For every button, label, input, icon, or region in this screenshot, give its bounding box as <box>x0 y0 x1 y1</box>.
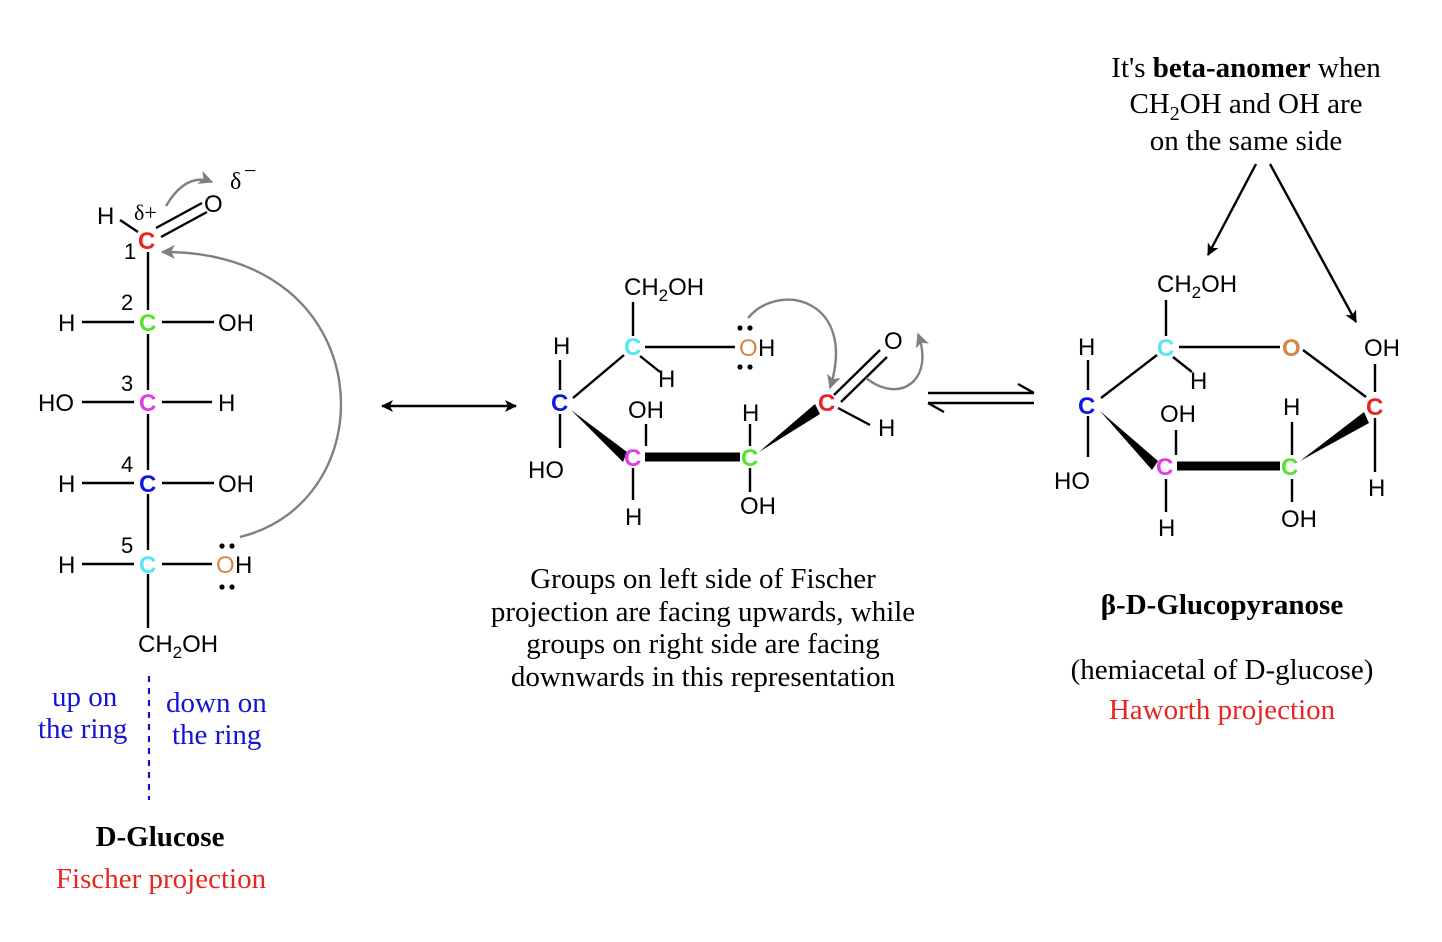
mid-caption-line3: groups on right side are facing <box>526 628 880 660</box>
mid-c2-h: H <box>742 400 759 427</box>
haworth-c3: C <box>1156 454 1173 481</box>
haworth-subtitle: (hemiacetal of D-glucose) <box>1071 654 1374 686</box>
mid-c4-h: H <box>553 333 570 360</box>
curved-arrow-co <box>164 170 214 207</box>
lone-pair-dots <box>737 325 753 370</box>
beta-note-line2: CH2OH and OH are <box>1129 88 1362 125</box>
fischer-c1: C <box>138 228 155 255</box>
mid-ch2oh: CH2OH <box>624 274 704 305</box>
down-on-ring-line2: the ring <box>172 719 261 751</box>
mid-c5-h: H <box>658 366 675 393</box>
fischer-projection: H δ+ O δ − C 1 H 2 C OH HO 3 C H H 4 C O… <box>38 158 343 895</box>
haworth-c4-ho: HO <box>1054 468 1090 495</box>
up-on-ring-line2: the ring <box>38 713 127 745</box>
haworth-c3-h: H <box>1158 515 1175 542</box>
fischer-delta-minus-sign: − <box>244 158 256 183</box>
haworth-projection-label: Haworth projection <box>1109 694 1336 726</box>
haworth-c2-h: H <box>1283 394 1300 421</box>
up-on-ring-line1: up on <box>52 681 118 713</box>
fischer-o-aldehyde: O <box>204 191 223 218</box>
haworth-c1-h: H <box>1368 475 1385 502</box>
fischer-c3-h: H <box>218 390 235 417</box>
haworth-c1-oh: OH <box>1364 335 1400 362</box>
curved-arrow-attack <box>160 244 343 539</box>
fischer-c5: C <box>139 552 156 579</box>
lone-pair-dots <box>219 543 235 590</box>
mid-curved-arrow-attack <box>747 298 841 390</box>
fischer-c4-oh: OH <box>218 471 254 498</box>
fischer-subtitle: Fischer projection <box>56 863 267 895</box>
fischer-c4: C <box>139 471 156 498</box>
mid-c2-oh: OH <box>740 493 776 520</box>
fischer-num-4: 4 <box>121 452 133 477</box>
fischer-ch2oh: CH2OH <box>138 631 218 662</box>
mid-caption-line4: downwards in this representation <box>511 661 896 693</box>
fischer-c5-h: H <box>58 552 75 579</box>
fischer-c3: C <box>139 390 156 417</box>
haworth-ring-o: O <box>1282 335 1301 362</box>
beta-note-line1: It's beta-anomer when <box>1111 52 1381 84</box>
fischer-c2-oh: OH <box>218 310 254 337</box>
mid-c3-oh: OH <box>628 397 664 424</box>
mid-c1-h: H <box>878 415 895 442</box>
fischer-c4-h: H <box>58 471 75 498</box>
beta-note-line3: on the same side <box>1150 125 1342 157</box>
fischer-num-1: 1 <box>124 239 136 264</box>
note-arrow-left <box>1206 163 1258 256</box>
fischer-h-aldehyde: H <box>97 203 114 230</box>
fischer-num-2: 2 <box>121 290 133 315</box>
fischer-c3-ho: HO <box>38 390 74 417</box>
haworth-projection: It's beta-anomer when CH2OH and OH are o… <box>1054 52 1400 726</box>
haworth-c5-h: H <box>1190 368 1207 395</box>
mid-o5-h: H <box>758 335 775 362</box>
haworth-c2: C <box>1281 454 1298 481</box>
haworth-c4: C <box>1078 393 1095 420</box>
down-on-ring-line1: down on <box>166 687 267 719</box>
mid-c4-ho: HO <box>528 457 564 484</box>
mid-c3: C <box>624 445 641 472</box>
fischer-delta-minus: δ <box>230 169 241 195</box>
fischer-c5-o: O <box>216 552 235 579</box>
fischer-c2-h: H <box>58 310 75 337</box>
haworth-c4-h: H <box>1078 334 1095 361</box>
haworth-c1: C <box>1366 394 1383 421</box>
haworth-c3-oh: OH <box>1160 401 1196 428</box>
mid-c1-o: O <box>884 328 903 355</box>
mid-caption-line2: projection are facing upwards, while <box>491 596 915 628</box>
fischer-c2: C <box>139 310 156 337</box>
haworth-c2-oh: OH <box>1281 506 1317 533</box>
mid-c4: C <box>551 390 568 417</box>
mid-c3-h: H <box>625 504 642 531</box>
note-arrow-right <box>1268 163 1358 323</box>
mid-caption-line1: Groups on left side of Fischer <box>530 563 876 595</box>
fischer-num-3: 3 <box>121 371 133 396</box>
fischer-delta-plus: δ+ <box>134 200 157 225</box>
fischer-num-5: 5 <box>121 533 133 558</box>
mid-c5: C <box>624 334 641 361</box>
equilibrium-arrow <box>927 382 1035 414</box>
haworth-c5: C <box>1157 335 1174 362</box>
haworth-title: β-D-Glucopyranose <box>1101 589 1344 621</box>
middle-structure: CH2OH C H O H H C HO OH C H H C OH C O H… <box>491 274 930 693</box>
mid-o5: O <box>739 335 758 362</box>
mid-c1: C <box>818 390 835 417</box>
fischer-c5-oh-h: H <box>235 552 252 579</box>
mid-c2: C <box>741 445 758 472</box>
haworth-ch2oh: CH2OH <box>1157 271 1237 302</box>
fischer-title: D-Glucose <box>96 821 225 853</box>
mid-curved-arrow-co <box>865 332 930 391</box>
